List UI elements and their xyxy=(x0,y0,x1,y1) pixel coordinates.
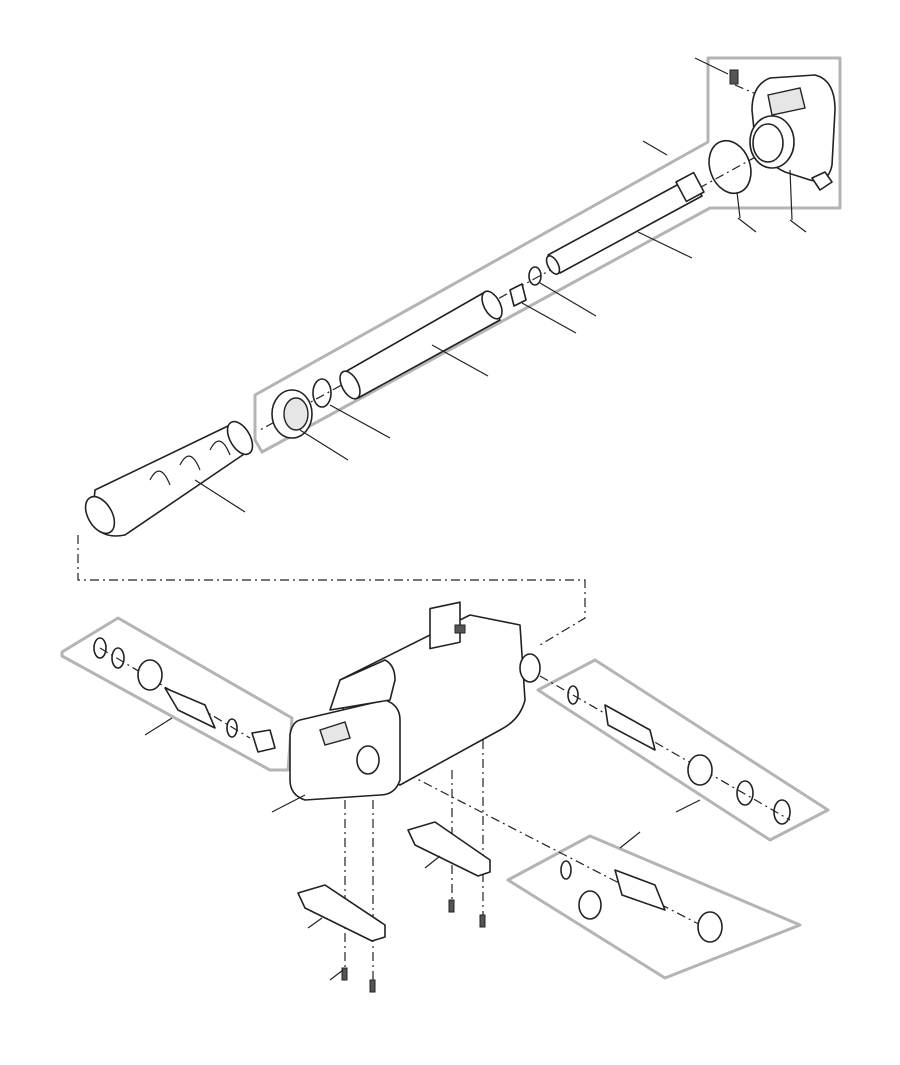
leader-lines xyxy=(144,57,807,981)
screws xyxy=(341,899,486,993)
lamp-head xyxy=(749,74,836,191)
frame-bottom-connector-set xyxy=(506,834,802,980)
quartz-glass xyxy=(339,290,503,400)
cleaning-insert xyxy=(84,420,254,537)
o-ring-lamp xyxy=(708,139,752,195)
main-housing xyxy=(289,601,541,801)
left-connector-parts xyxy=(93,637,276,753)
frame-left-connector-set xyxy=(60,616,294,772)
mounting-foot-upper xyxy=(407,821,491,877)
bottom-connector-parts xyxy=(560,860,723,943)
o-ring-quartz xyxy=(312,378,332,408)
o-ring-small xyxy=(528,266,542,286)
union-nut xyxy=(271,389,313,439)
right-connector-parts xyxy=(567,685,791,825)
mounting-foot-lower xyxy=(297,884,386,942)
clip-small xyxy=(729,69,739,85)
uv-lamp-tube xyxy=(545,171,705,275)
lamp-socket-clip xyxy=(509,283,527,307)
frame-right-connector-set xyxy=(536,658,830,842)
frame-lamp-assembly xyxy=(253,56,842,454)
